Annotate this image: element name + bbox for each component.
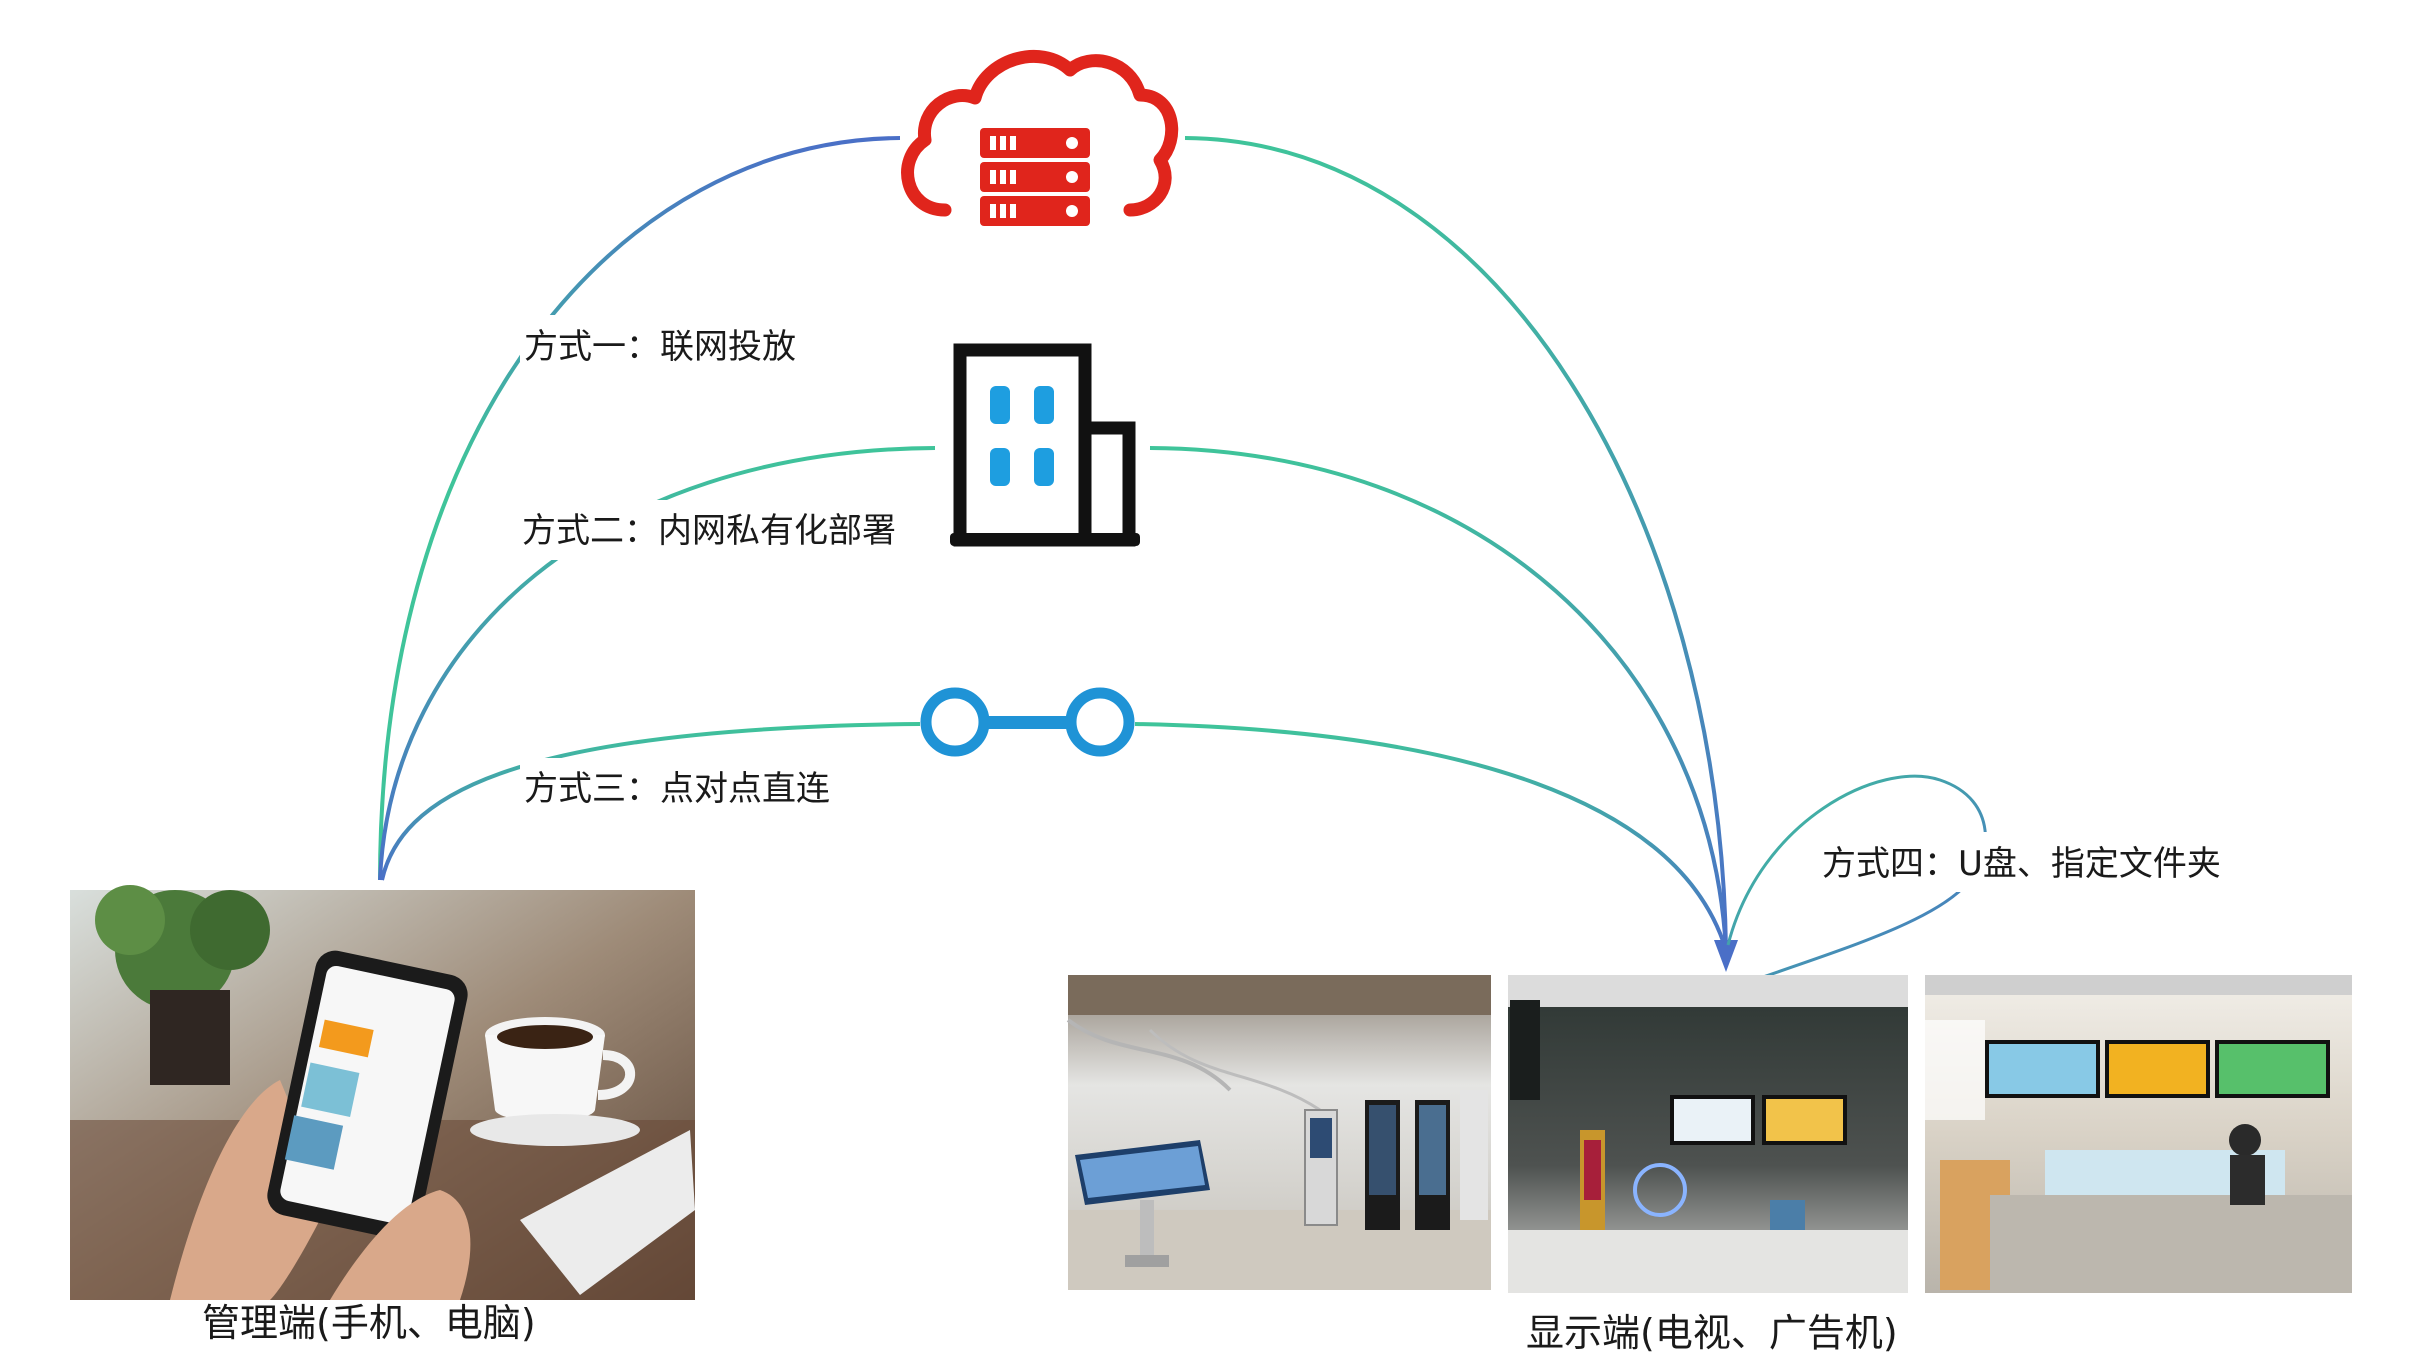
method1-arc-right [1184, 136, 1728, 951]
method2-arc-right [1149, 446, 1728, 951]
method4-loop-arc [1726, 774, 1987, 987]
method2-arc-left [378, 446, 936, 881]
cloud-server-icon [901, 49, 1179, 226]
display-caption: 显示端(电视、广告机) [1526, 1311, 1898, 1352]
method3-arc-left [380, 722, 921, 881]
method3-arc-right [1134, 722, 1728, 951]
display-photo-lobby [1066, 975, 1491, 1290]
method4-label: 方式四：U盘、指定文件夹 [1822, 844, 2221, 884]
display-photo-shop [1508, 975, 1908, 1293]
display-arrowhead [1714, 940, 1738, 972]
point-to-point-link-icon [920, 687, 1135, 757]
method3-label: 方式三：点对点直连 [524, 769, 830, 809]
method2-label: 方式二：内网私有化部署 [522, 511, 896, 551]
method1-label: 方式一：联网投放 [524, 327, 796, 367]
management-caption: 管理端(手机、电脑) [202, 1301, 536, 1345]
management-photo [70, 885, 695, 1300]
office-building-icon [950, 343, 1140, 547]
display-photo-cafe [1925, 975, 2352, 1293]
